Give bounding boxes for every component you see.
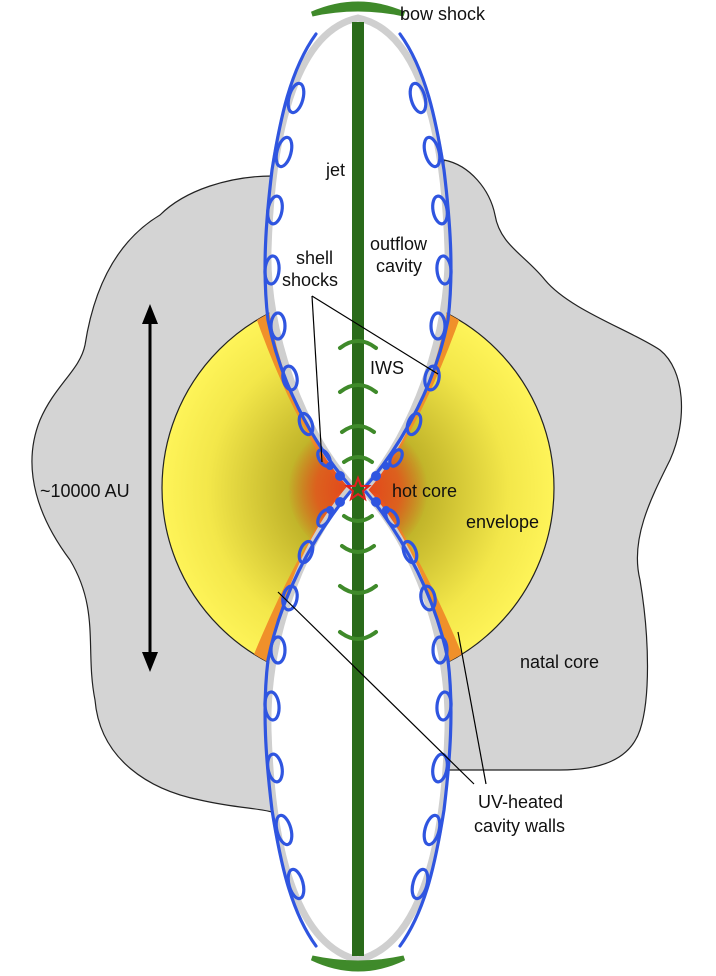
- shell-shocks-label-2: shocks: [282, 270, 338, 290]
- shell-shocks: [263, 32, 453, 948]
- hot-core-label: hot core: [392, 481, 457, 501]
- outflow-cavity-label-2: cavity: [376, 256, 422, 276]
- bow-shock-top: [311, 1, 405, 17]
- natal-core: [31, 159, 683, 813]
- natal-core-label: natal core: [520, 652, 599, 672]
- bow-shock-bottom: [310, 955, 406, 972]
- star-icon: [344, 475, 372, 502]
- label-leader-lines: [277, 295, 487, 785]
- double-arrow-icon: [142, 304, 158, 672]
- bow-shock-label: bow shock: [400, 4, 486, 24]
- envelope-label: envelope: [466, 512, 539, 532]
- outflow-cavity-label-1: outflow: [370, 234, 428, 254]
- inner-shock-knots: [326, 462, 390, 514]
- uv-walls-label-2: cavity walls: [474, 816, 565, 836]
- uv-walls-label-1: UV-heated: [478, 792, 563, 812]
- iws-label: IWS: [370, 358, 404, 378]
- internal-working-surfaces: [338, 339, 378, 641]
- shell-shocks-label-1: shell: [296, 248, 333, 268]
- jet-label: jet: [325, 160, 345, 180]
- scale-label: ~10000 AU: [40, 481, 130, 501]
- jet: [352, 22, 364, 956]
